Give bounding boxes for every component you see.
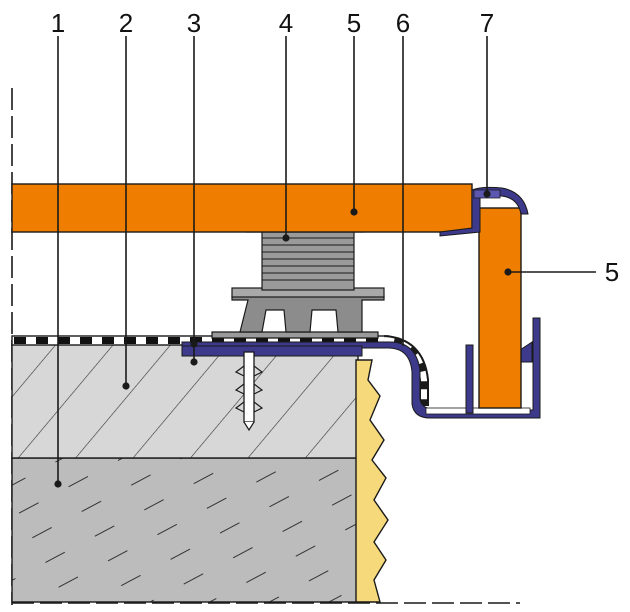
leader-dot-2 [122,382,130,390]
deck-board-horizontal [11,183,473,233]
deck-board-vertical [478,207,522,409]
callout-1: 1 [51,8,65,38]
adjustable-pedestal-icon [211,213,385,339]
callout-5: 5 [347,8,361,38]
callout-4: 4 [279,8,293,38]
leader-dot-4 [282,234,290,242]
membrane-bend-inner [383,337,427,406]
callout-3: 3 [187,8,201,38]
leader-dot-1 [54,480,62,488]
callout-5-side: 5 [605,257,619,287]
edge-trim-profile [439,186,529,237]
leader-dot-5-side [504,268,512,276]
wall-anchor-icon [234,351,264,432]
callout-2: 2 [119,8,133,38]
callout-7: 7 [480,8,494,38]
drip-edge-profile [181,317,541,419]
callout-6: 6 [396,8,410,38]
profile-inner-leg [465,344,474,414]
profile-clip [519,341,533,363]
profile-white-insert [425,407,531,415]
screed-layer [11,342,359,459]
facade-insulation [355,359,389,603]
leader-dot-5 [350,208,358,216]
leader-dot-3b [190,358,198,366]
leader-dot-7 [483,190,491,198]
concrete-slab [11,457,359,603]
profile-base-plate [181,345,363,357]
leader-dot-3a [190,340,198,348]
